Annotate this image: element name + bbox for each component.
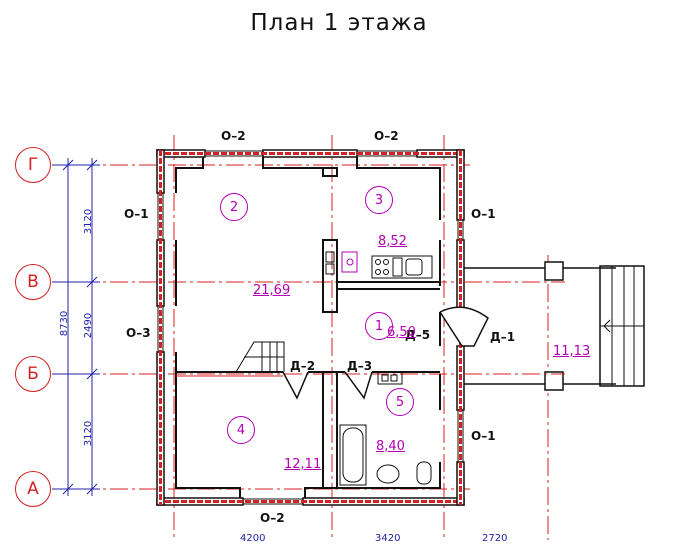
window-label-top-left: О–2 <box>221 129 246 143</box>
room-number-3: 3 <box>365 186 393 214</box>
axis-marker-a: А <box>15 471 51 507</box>
room-area-1: 6,50 <box>387 325 416 340</box>
page-title: План 1 этажа <box>250 10 428 36</box>
room-number-5: 5 <box>386 388 414 416</box>
room-number-2: 2 <box>220 193 248 221</box>
window-label-right-upper: О–1 <box>471 207 496 221</box>
terrace-area: 11,13 <box>553 344 591 359</box>
room-number-4: 4 <box>227 416 255 444</box>
window-label-bottom: О–2 <box>260 511 285 525</box>
interior-walls <box>175 157 441 498</box>
dimension-lines <box>52 158 100 496</box>
dimension-seg-3: 3120 <box>83 420 95 447</box>
room-area-3: 8,52 <box>378 234 407 249</box>
kitchen-fixtures <box>325 251 433 279</box>
window-label-top-right: О–2 <box>374 129 399 143</box>
dimension-seg-2: 2490 <box>83 312 95 339</box>
dimension-h-2: 3420 <box>375 533 401 544</box>
door-label-d2: Д–2 <box>290 359 316 373</box>
room-area-2: 21,69 <box>253 283 291 298</box>
axis-lines <box>52 135 549 540</box>
axis-marker-b: Б <box>15 356 51 392</box>
window-label-right-lower: О–1 <box>471 429 496 443</box>
window-label-left-lower: О–3 <box>126 326 151 340</box>
interior-stair <box>235 341 285 373</box>
room-number-1: 1 <box>365 312 393 340</box>
bathroom-fixtures <box>339 371 432 486</box>
dimension-h-3: 2720 <box>482 533 508 544</box>
dimension-seg-1: 3120 <box>83 208 95 235</box>
exterior-walls <box>156 149 465 506</box>
doors <box>282 306 489 400</box>
window-label-left-upper: О–1 <box>124 207 149 221</box>
axis-marker-g: Г <box>15 147 51 183</box>
dimension-total: 8730 <box>59 310 71 337</box>
door-label-d1: Д–1 <box>490 330 516 344</box>
door-label-d5: Д–5 <box>405 328 431 342</box>
axis-marker-v: В <box>15 264 51 300</box>
door-label-d3: Д–3 <box>347 359 373 373</box>
terrace <box>464 261 645 391</box>
room-area-4: 12,11 <box>284 457 322 472</box>
dimension-h-1: 4200 <box>240 533 266 544</box>
room-area-5: 8,40 <box>376 439 405 454</box>
